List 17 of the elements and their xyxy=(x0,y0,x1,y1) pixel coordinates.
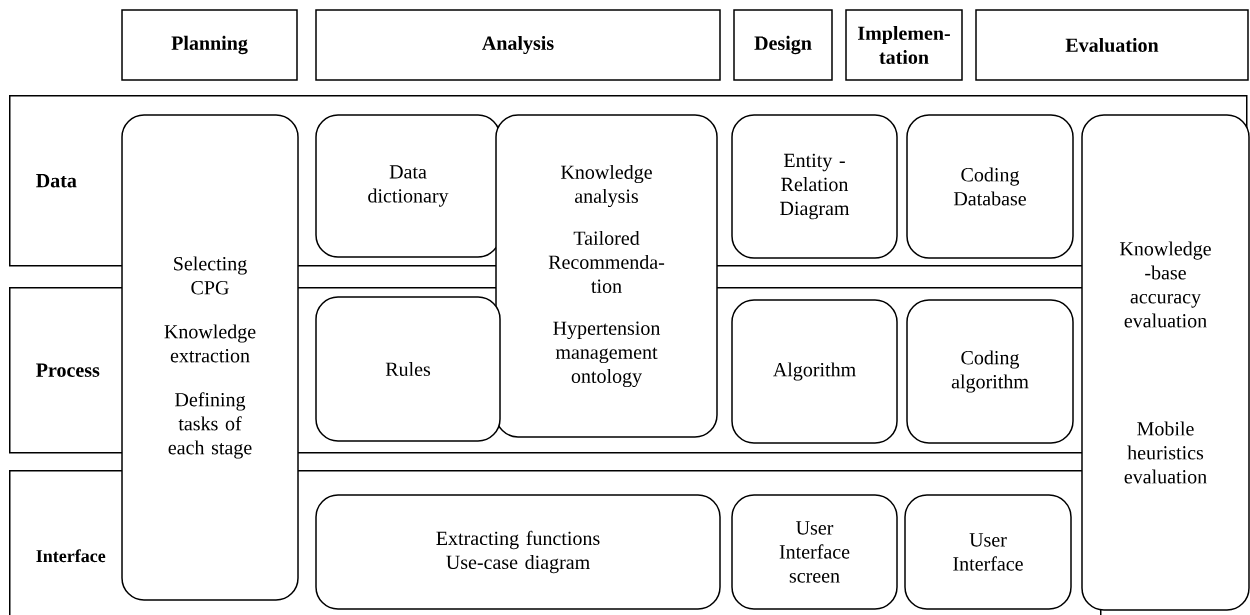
task-box: Rules xyxy=(315,296,501,442)
task-box: Selecting CPG Knowledge extraction Defining tasks of each stage xyxy=(121,114,299,601)
task-box: Data dictionary xyxy=(315,114,501,258)
task-box: Coding Database xyxy=(906,114,1074,259)
task-box: Coding algorithm xyxy=(906,299,1074,444)
task-box: Entity - Relation Diagram xyxy=(731,114,898,259)
task-box: User Interface screen xyxy=(731,494,898,610)
task-box: Algorithm xyxy=(731,299,898,444)
task-box: Knowledge analysis Tailored Recommenda- tion Hypertension management ontology xyxy=(495,114,718,438)
column-header-box: Evaluation xyxy=(975,9,1249,81)
column-header-box: Planning xyxy=(121,9,298,81)
task-box: Knowledge -base accuracy evaluation Mobile heuristics evaluation xyxy=(1081,114,1250,611)
column-header-box: Implemen- tation xyxy=(845,9,963,81)
task-box: Extracting functions Use-case diagram xyxy=(315,494,721,610)
column-header-box: Analysis xyxy=(315,9,721,81)
column-header-box: Design xyxy=(733,9,833,81)
task-box: User Interface xyxy=(904,494,1072,610)
